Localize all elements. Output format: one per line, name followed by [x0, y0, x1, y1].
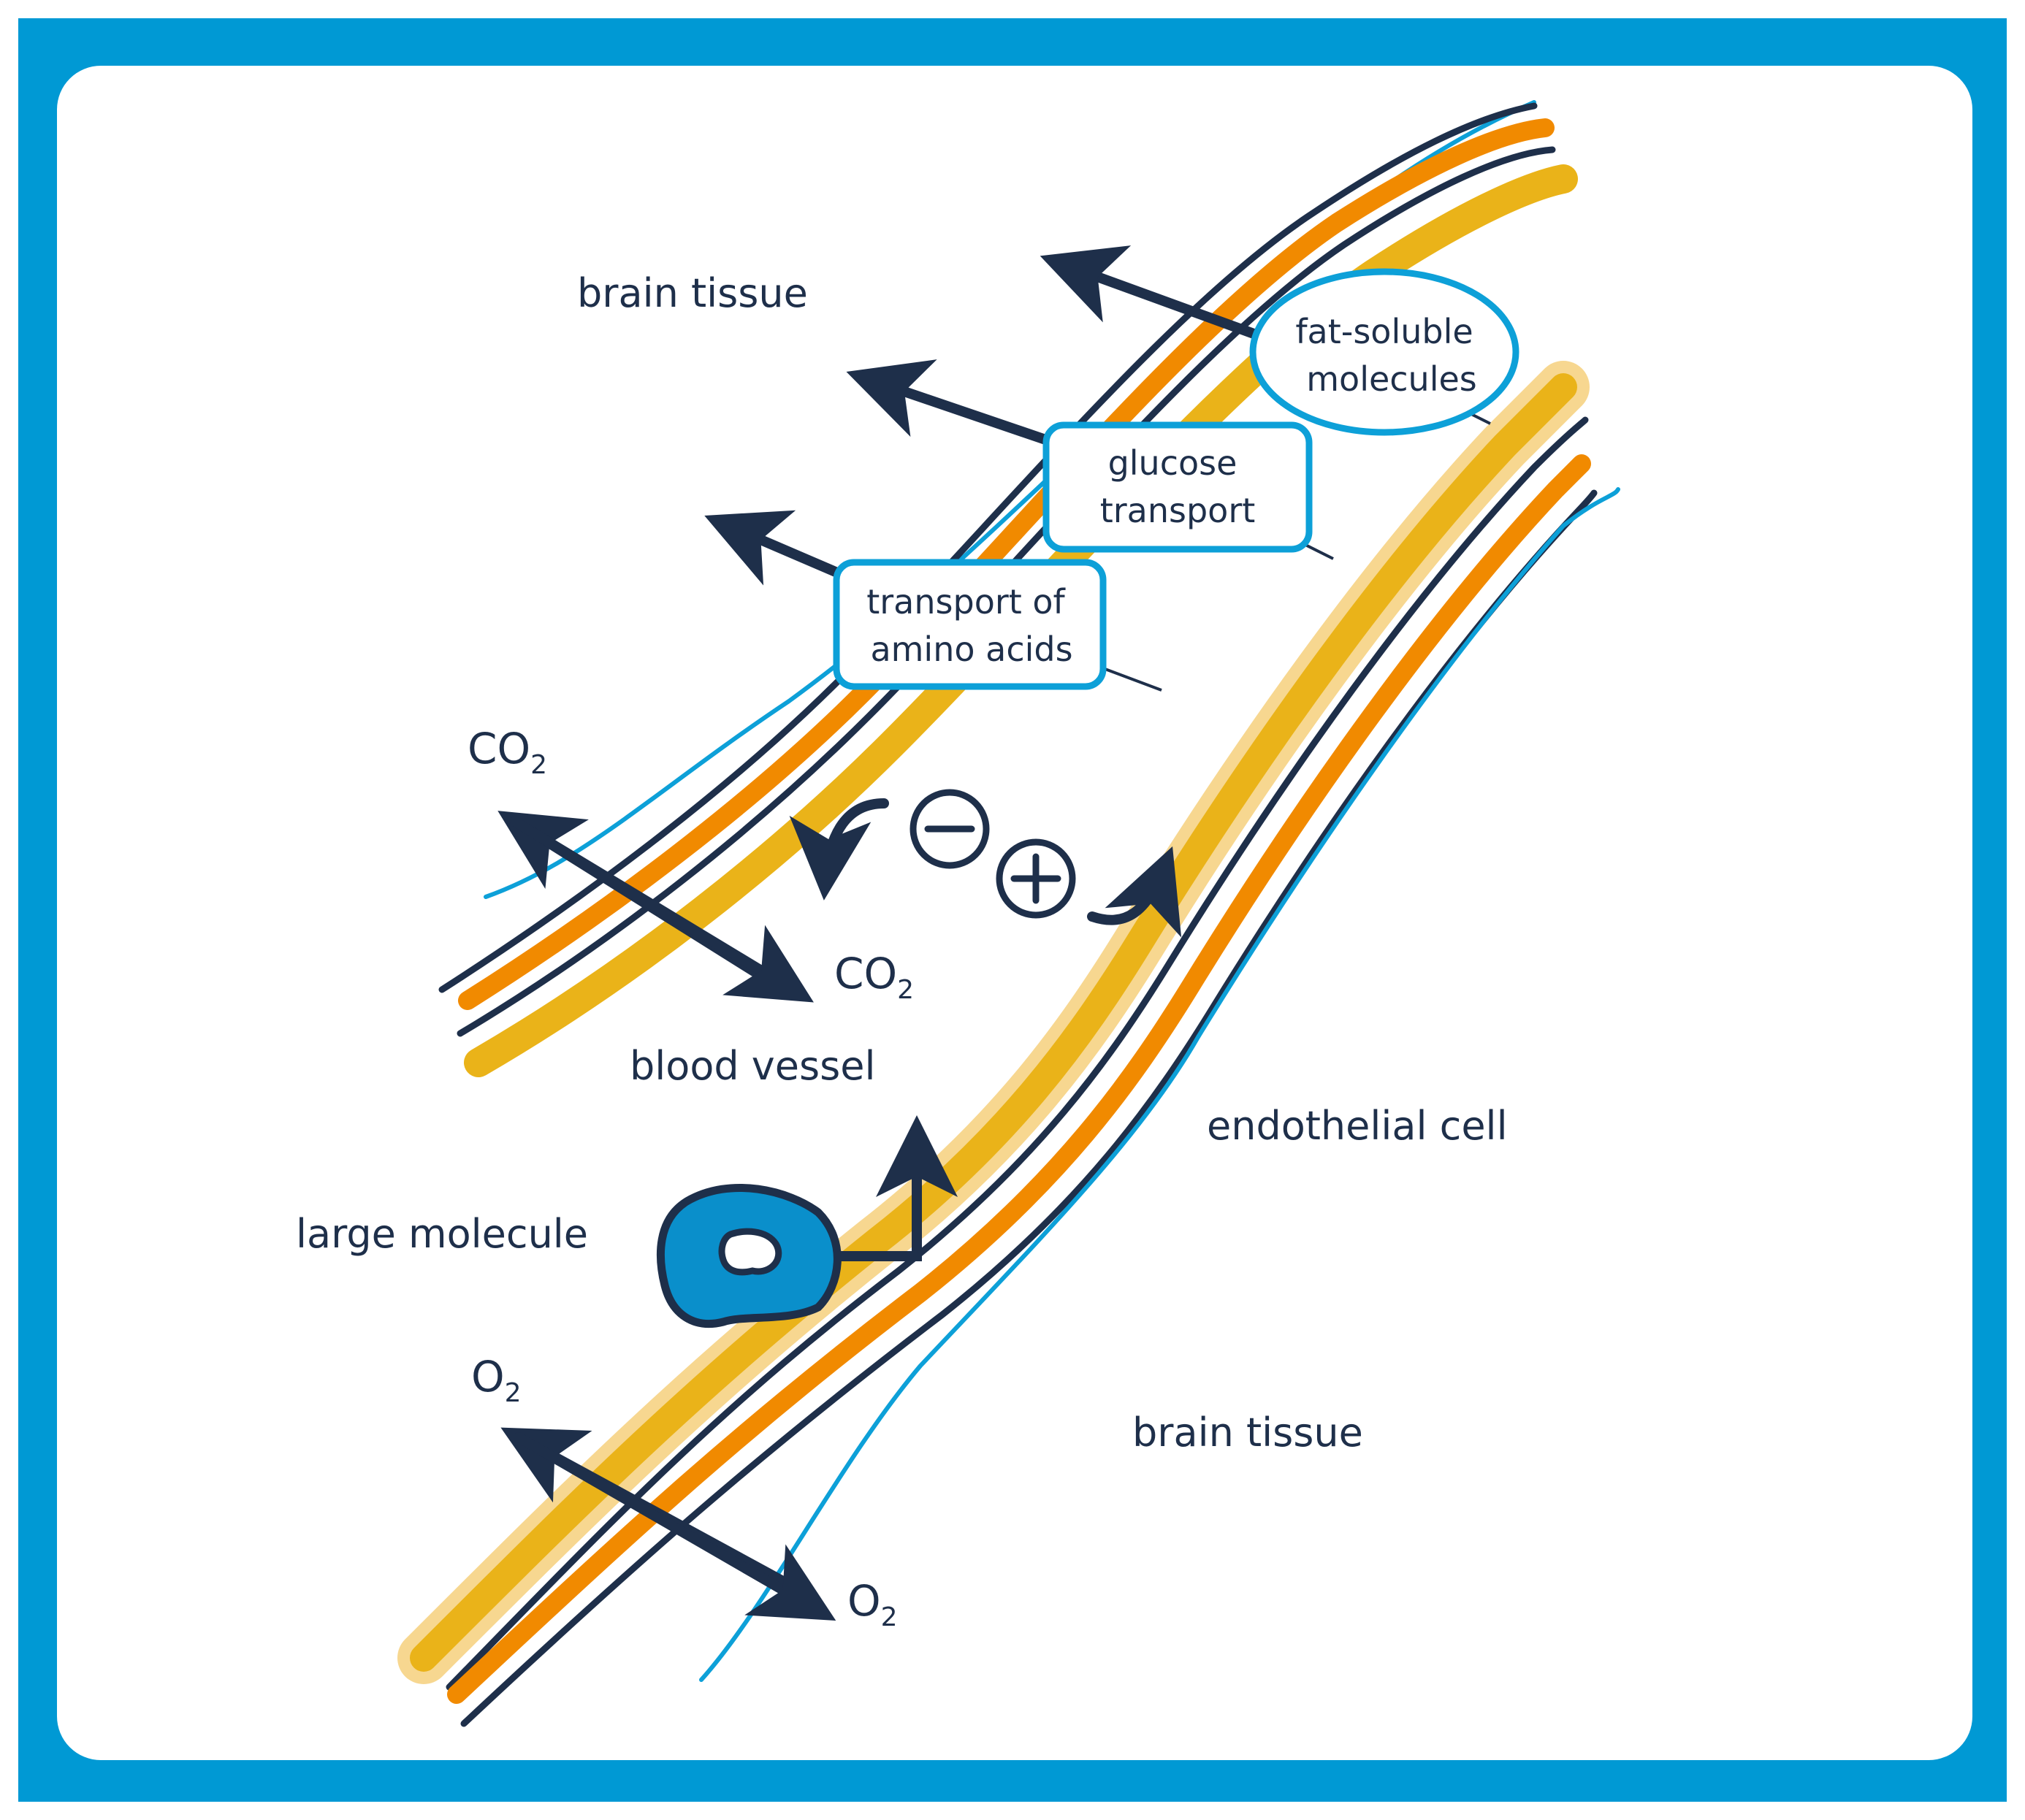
- glucose-line-1: glucose: [1108, 443, 1238, 483]
- large-molecule: [656, 1184, 842, 1328]
- fat-soluble-bubble: fat-soluble molecules: [1249, 268, 1519, 436]
- glucose-arrow: [846, 359, 1057, 447]
- co2-label-top: CO2: [468, 724, 547, 780]
- lower-wall-orange: [447, 454, 1591, 1704]
- fat-soluble-arrow: [1040, 245, 1269, 343]
- fat-soluble-line-1: fat-soluble: [1295, 312, 1473, 351]
- glucose-line-2: transport: [1100, 491, 1256, 530]
- lower-wall-outer-light-blue: [699, 487, 1620, 1682]
- amino-acids-tail: [1102, 667, 1162, 692]
- amino-acids-arrow: [704, 510, 853, 586]
- amino-acids-line-1: transport of: [866, 582, 1066, 622]
- fat-soluble-line-2: molecules: [1306, 359, 1477, 399]
- upper-wall-orange: [458, 118, 1555, 1010]
- amino-acids-line-2: amino acids: [870, 630, 1072, 669]
- large-molecule-blocked-arrow: [835, 1115, 958, 1261]
- amino-acids-box-rect: [833, 559, 1107, 690]
- co2-diffusion-arrow-reverse: [510, 817, 814, 1003]
- brain-tissue-bottom-label: brain tissue: [1132, 1410, 1363, 1456]
- lower-vessel-wall: [397, 361, 1620, 1727]
- co2-label-bottom: CO2: [834, 949, 914, 1005]
- blood-vessel-label: blood vessel: [630, 1043, 875, 1089]
- upper-wall-navy-line-1: [438, 102, 1538, 993]
- positive-curved-arrow: [1087, 846, 1182, 938]
- transport-arrows: [704, 245, 1269, 586]
- endothelial-cell-label: endothelial cell: [1207, 1103, 1508, 1149]
- fat-soluble-ellipse: [1249, 268, 1519, 436]
- upper-wall-navy-line-2: [457, 146, 1556, 1037]
- positive-charge: [996, 838, 1076, 919]
- inner-panel: [57, 66, 1972, 1760]
- glucose-box-rect: [1042, 421, 1313, 553]
- o2-diffusion-arrow-reverse: [514, 1432, 836, 1621]
- brain-tissue-top-label: brain tissue: [577, 270, 808, 316]
- negative-curved-arrow: [789, 798, 889, 901]
- large-molecule-core: [718, 1228, 782, 1276]
- negative-charge: [909, 789, 990, 869]
- lower-wall-gold: [410, 373, 1577, 1672]
- glucose-transport-box: glucose transport: [1042, 421, 1313, 553]
- amino-acids-box: transport of amino acids: [833, 559, 1107, 690]
- large-molecule-label: large molecule: [296, 1211, 588, 1257]
- o2-label-bottom: O2: [847, 1576, 898, 1632]
- o2-label-top: O2: [471, 1352, 522, 1408]
- lower-wall-navy-line-1: [446, 416, 1589, 1691]
